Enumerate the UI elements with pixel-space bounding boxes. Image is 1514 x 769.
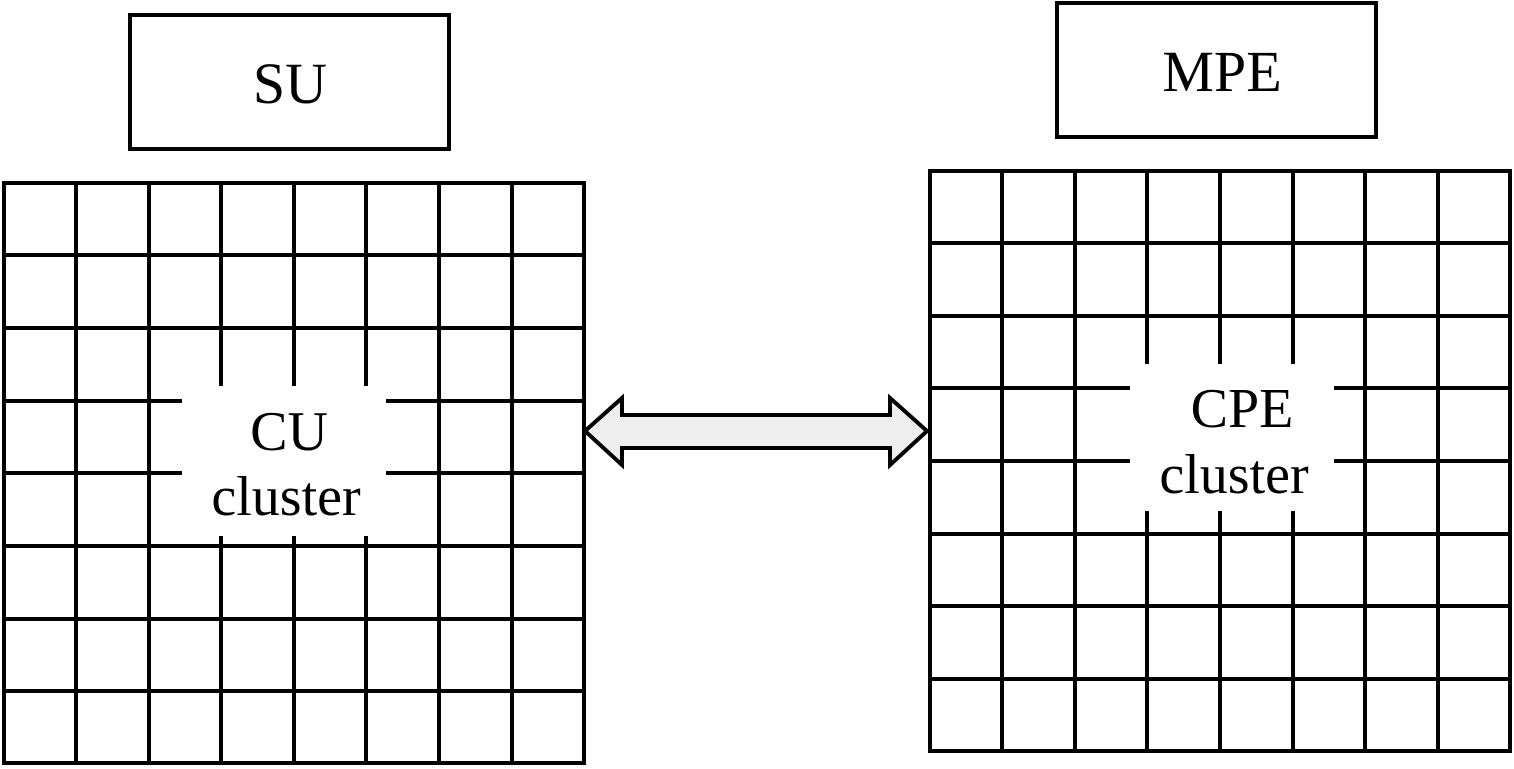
cu-cluster-grid bbox=[2, 181, 586, 765]
su-header-box bbox=[128, 13, 451, 151]
su-header-label: SU bbox=[253, 51, 327, 116]
left-block: SU CU cluster bbox=[2, 13, 586, 765]
right-block: MPE CPE cluster bbox=[928, 1, 1512, 753]
cpe-cluster-grid bbox=[928, 169, 1512, 753]
cpe-cluster-label-line2: cluster bbox=[1159, 444, 1309, 506]
cu-cluster-label-line2: cluster bbox=[211, 466, 361, 528]
cu-cluster-label-line1: CU bbox=[250, 401, 328, 463]
mpe-header-box bbox=[1055, 1, 1378, 139]
double-arrow-icon bbox=[582, 393, 930, 470]
cpe-cluster-label-line1: CPE bbox=[1191, 378, 1294, 440]
mpe-header-label: MPE bbox=[1162, 39, 1281, 104]
